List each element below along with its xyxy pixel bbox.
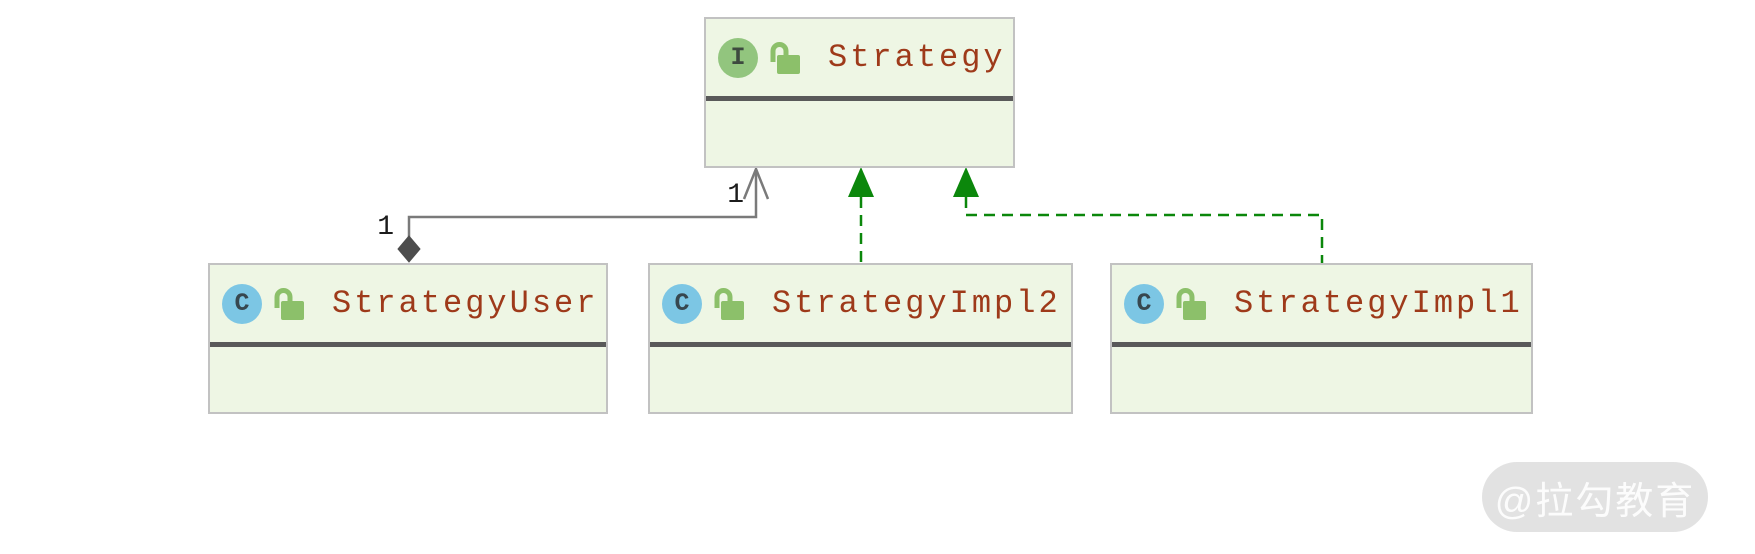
triangle-arrowhead-icon xyxy=(848,167,874,197)
multiplicity-label-source: 1 xyxy=(377,212,394,243)
members-section xyxy=(706,101,1013,166)
open-lock-icon xyxy=(770,41,800,74)
class-name: StrategyImpl2 xyxy=(772,285,1061,322)
class-box-strategy[interactable]: I Strategy xyxy=(704,17,1015,168)
node-title-bar: C StrategyImpl1 xyxy=(1112,265,1531,347)
node-title-bar: C StrategyUser xyxy=(210,265,606,347)
class-icon: C xyxy=(662,283,702,324)
members-section xyxy=(650,347,1071,412)
open-arrowhead-icon xyxy=(742,165,770,200)
members-section xyxy=(1112,347,1531,412)
multiplicity-label-target: 1 xyxy=(727,180,744,211)
open-lock-icon xyxy=(1176,287,1206,320)
class-box-strategyimpl1[interactable]: C StrategyImpl1 xyxy=(1110,263,1533,414)
realization-dashed-line xyxy=(964,197,1324,263)
interface-icon: I xyxy=(718,37,758,78)
triangle-arrowhead-icon xyxy=(953,167,979,197)
node-title-bar: I Strategy xyxy=(706,19,1013,101)
class-name: StrategyImpl1 xyxy=(1234,285,1523,322)
class-name: StrategyUser xyxy=(332,285,599,322)
members-section xyxy=(210,347,606,412)
open-lock-icon xyxy=(714,287,744,320)
watermark-badge: @拉勾教育 xyxy=(1482,462,1708,532)
class-icon: C xyxy=(222,283,262,324)
edge-realization-strategyimpl2-strategy[interactable] xyxy=(848,167,874,263)
association-line xyxy=(407,170,758,238)
edge-realization-strategyimpl1-strategy[interactable] xyxy=(953,167,1324,263)
class-name: Strategy xyxy=(828,39,1006,76)
open-lock-icon xyxy=(274,287,304,320)
node-title-bar: C StrategyImpl2 xyxy=(650,265,1071,347)
class-box-strategyimpl2[interactable]: C StrategyImpl2 xyxy=(648,263,1073,414)
aggregation-diamond-icon xyxy=(397,235,421,263)
class-icon: C xyxy=(1124,283,1164,324)
class-box-strategyuser[interactable]: C StrategyUser xyxy=(208,263,608,414)
